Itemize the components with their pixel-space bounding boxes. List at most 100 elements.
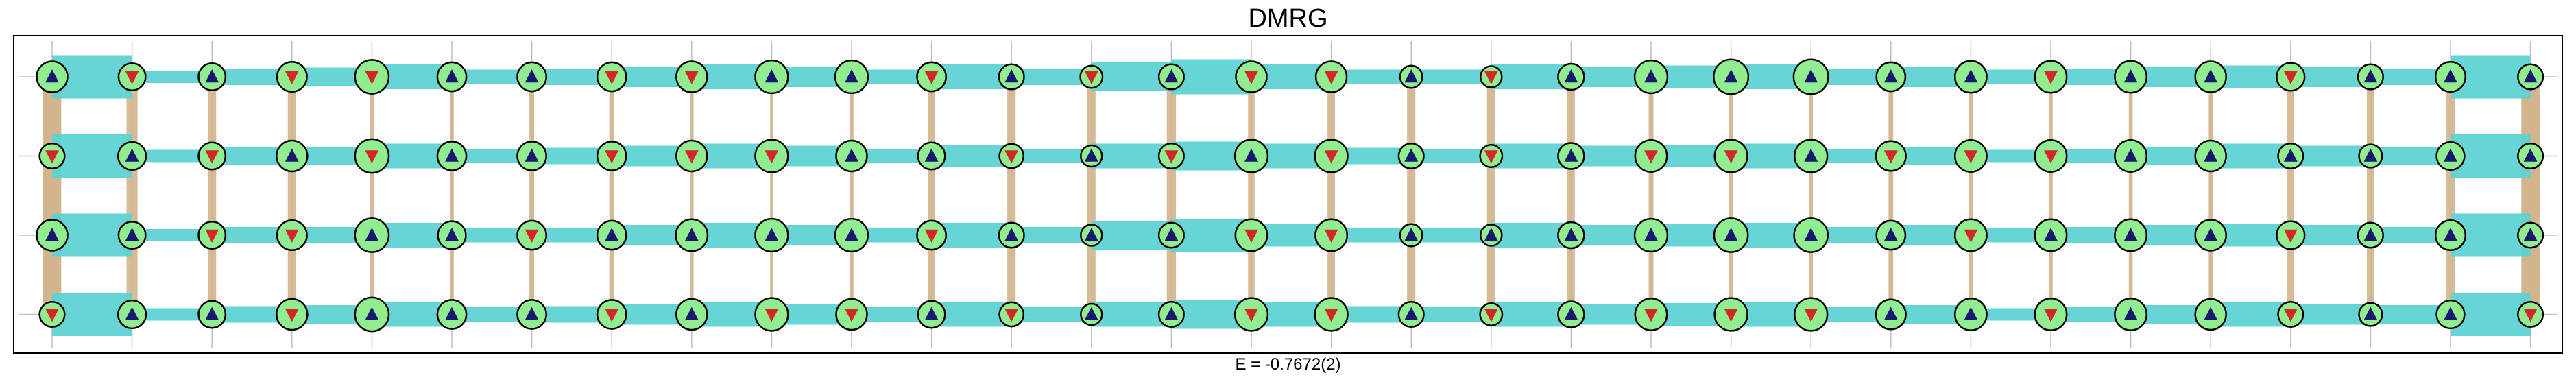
horizontal-bond xyxy=(1011,307,1092,322)
vertical-bond xyxy=(1327,77,1335,156)
spin-down-arrow xyxy=(2283,229,2298,243)
spin-up-arrow xyxy=(2444,307,2457,320)
spin-down-arrow xyxy=(285,71,299,84)
spin-up-arrow xyxy=(2444,69,2457,83)
vertical-bond xyxy=(1486,77,1495,156)
vertical-bond xyxy=(370,235,374,315)
vertical-bond xyxy=(1888,156,1894,235)
vertical-bond xyxy=(2287,156,2294,235)
vertical-bond xyxy=(287,156,296,235)
spin-up-arrow xyxy=(1004,69,1019,83)
spin-up-arrow xyxy=(445,148,459,162)
spin-up-arrow xyxy=(1004,228,1019,241)
vertical-bond xyxy=(1248,77,1255,156)
vertical-bond xyxy=(2287,77,2294,156)
spin-up-arrow xyxy=(2523,228,2538,241)
vertical-bond xyxy=(609,235,614,315)
spin-up-arrow xyxy=(924,148,939,162)
vertical-bond xyxy=(609,77,614,156)
spin-down-arrow xyxy=(1004,150,1019,164)
vertical-bond xyxy=(1248,235,1255,315)
spin-up-arrow xyxy=(285,148,299,162)
spin-up-arrow xyxy=(45,69,59,83)
spin-down-arrow xyxy=(765,150,779,164)
spin-up-arrow xyxy=(1564,228,1578,241)
spin-down-arrow xyxy=(684,150,699,164)
spin-up-arrow xyxy=(2204,307,2218,320)
horizontal-bond xyxy=(452,228,532,243)
vertical-bond xyxy=(208,235,217,315)
horizontal-bond xyxy=(1971,69,2051,84)
vertical-bond xyxy=(2287,235,2294,315)
vertical-bond xyxy=(1087,77,1096,156)
spin-up-arrow xyxy=(1804,148,1818,162)
horizontal-bond xyxy=(852,69,932,84)
spin-up-arrow xyxy=(1484,228,1498,241)
horizontal-bond xyxy=(852,149,932,163)
vertical-bond xyxy=(1407,77,1416,156)
vertical-bond xyxy=(370,156,374,235)
horizontal-bond xyxy=(1811,149,1891,163)
vertical-bond xyxy=(1007,156,1016,235)
vertical-bond xyxy=(529,77,535,156)
vertical-bond xyxy=(1888,235,1894,315)
vertical-bond xyxy=(1087,235,1096,315)
horizontal-bond xyxy=(452,149,532,163)
spin-down-arrow xyxy=(1964,229,1978,243)
vertical-bond xyxy=(1888,77,1894,156)
horizontal-bond xyxy=(1811,307,1891,322)
horizontal-bond xyxy=(452,69,532,84)
spin-up-arrow xyxy=(125,307,139,320)
vertical-bond xyxy=(1087,156,1096,235)
vertical-bond xyxy=(2367,77,2374,156)
vertical-bond xyxy=(928,235,935,315)
spin-down-arrow xyxy=(924,71,939,84)
spin-up-arrow xyxy=(365,228,379,241)
vertical-bond xyxy=(2128,235,2133,315)
spin-down-arrow xyxy=(2283,71,2298,84)
vertical-bond xyxy=(2367,156,2374,235)
horizontal-bond xyxy=(1971,228,2051,243)
spin-down-arrow xyxy=(605,150,619,164)
spin-down-arrow xyxy=(1324,229,1338,243)
spin-up-arrow xyxy=(1084,228,1098,241)
vertical-bond xyxy=(609,156,614,235)
horizontal-bond xyxy=(1411,69,1491,84)
horizontal-bond xyxy=(1411,149,1491,163)
vertical-bond xyxy=(450,235,454,315)
vertical-bond xyxy=(1486,235,1495,315)
spin-up-arrow xyxy=(2123,148,2138,162)
vertical-bond xyxy=(850,235,854,315)
spin-down-arrow xyxy=(125,71,139,84)
spin-down-arrow xyxy=(285,229,299,243)
horizontal-bond xyxy=(1411,307,1491,322)
horizontal-bond xyxy=(2051,149,2131,163)
horizontal-bond xyxy=(1331,228,1412,243)
horizontal-bond xyxy=(1971,149,2051,163)
spin-up-arrow xyxy=(525,307,539,320)
vertical-bond xyxy=(1407,235,1416,315)
energy-caption: E = -0.7672(2) xyxy=(1235,355,1341,374)
spin-up-arrow xyxy=(1964,69,1978,83)
vertical-bond xyxy=(2128,156,2133,235)
vertical-bond xyxy=(1648,156,1654,235)
vertical-bond xyxy=(287,77,296,156)
spin-down-arrow xyxy=(845,309,858,322)
spin-up-arrow xyxy=(205,307,219,320)
vertical-bond xyxy=(690,77,694,156)
vertical-bond xyxy=(690,156,694,235)
spin-up-arrow xyxy=(1883,69,1898,83)
spin-up-arrow xyxy=(2204,69,2218,83)
vertical-bond xyxy=(770,156,773,235)
vertical-bond xyxy=(1407,156,1416,235)
vertical-bond xyxy=(2049,156,2053,235)
spin-up-arrow xyxy=(1883,228,1898,241)
spin-up-arrow xyxy=(1164,69,1179,83)
vertical-bond xyxy=(770,77,773,156)
vertical-bond xyxy=(529,235,535,315)
horizontal-bond xyxy=(531,228,612,243)
spin-down-arrow xyxy=(1883,150,1898,164)
spin-up-arrow xyxy=(2283,148,2298,162)
spin-up-arrow xyxy=(445,69,459,83)
spin-up-arrow xyxy=(1564,307,1578,320)
